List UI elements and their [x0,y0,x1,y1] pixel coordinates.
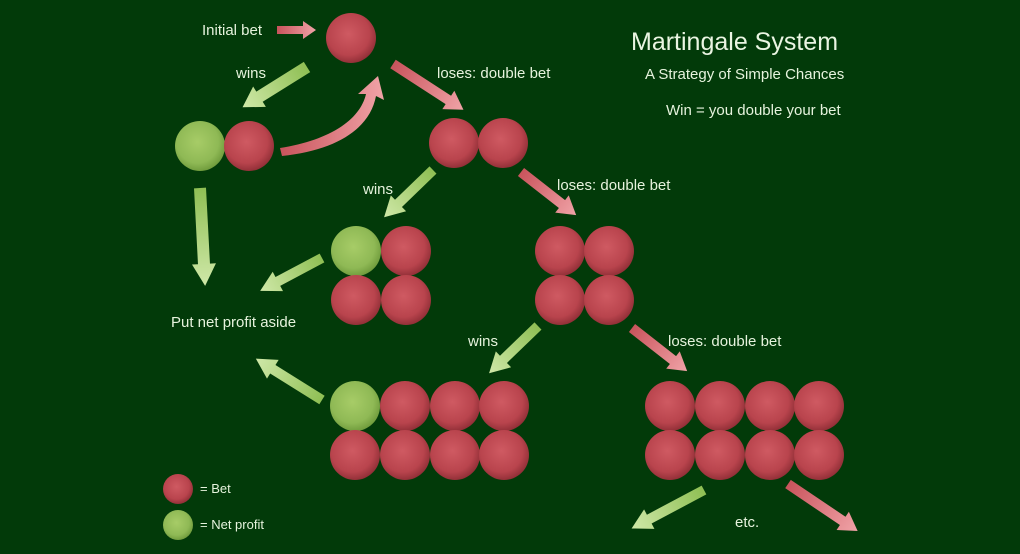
diagram-subtitle: A Strategy of Simple Chances [645,66,845,83]
arrow-win-2 [384,166,437,218]
arrow-profit-aside-1 [260,253,325,292]
label-loses-2: loses: double bet [557,177,671,194]
lose-3-chips [645,381,844,480]
arrow-profit-down [191,187,216,286]
label-put-aside: Put net profit aside [171,314,297,331]
arrow-lose-3 [628,324,688,372]
arrow-profit-aside-2 [255,358,325,405]
win-1-chips [175,121,274,171]
legend-bet-label: = Bet [200,481,231,496]
win-2-chips [331,226,431,325]
label-loses-1: loses: double bet [437,65,551,82]
win-3-chips [330,381,529,480]
arrow-lose-4 [785,479,858,531]
arrow-win-3 [489,322,542,374]
arrow-lose-1 [390,59,464,110]
legend-net-profit-icon [163,510,193,540]
label-etc: etc. [735,514,760,531]
label-wins-1: wins [236,65,267,82]
label-wins-3: wins [468,333,499,350]
arrow-win-1 [242,61,311,108]
arrow-return-curve [280,76,384,156]
initial-bet-chip [326,13,376,63]
label-initial-bet: Initial bet [202,22,263,39]
label-loses-3: loses: double bet [668,333,782,350]
arrow-lose-2 [517,168,577,216]
label-wins-2: wins [363,181,394,198]
diagram-title: Martingale System [631,28,839,56]
lose-1-chips [429,118,528,168]
diagram-rule: Win = you double your bet [666,102,841,119]
lose-2-chips [535,226,634,325]
arrow-initial-bet [277,21,316,39]
arrow-win-4 [631,485,707,529]
legend-net-profit-label: = Net profit [200,517,264,532]
legend-bet-icon [163,474,193,504]
